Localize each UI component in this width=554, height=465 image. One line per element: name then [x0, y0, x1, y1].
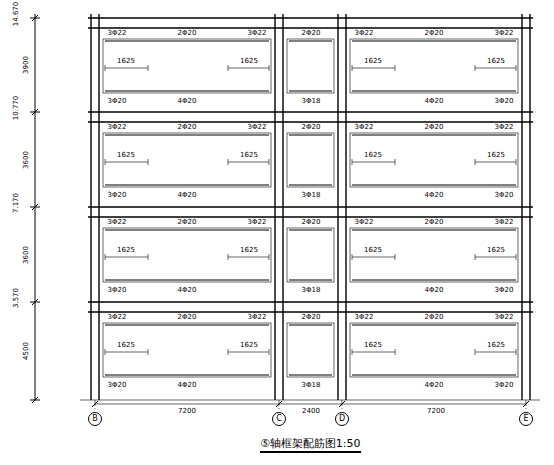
dimension: 7200	[426, 408, 446, 415]
rebar-note: 3Φ22	[494, 219, 515, 226]
rebar-note: 3Φ20	[494, 192, 515, 199]
rebar-note: 1625	[363, 58, 383, 65]
rebar-note: 3Φ22	[247, 124, 268, 131]
rebar-note: 1625	[363, 342, 383, 349]
dimension: 3600	[23, 245, 30, 265]
axis-label: B	[92, 415, 98, 423]
rebar-note: 1625	[239, 342, 259, 349]
rebar-note: 1625	[363, 152, 383, 159]
rebar-note: 1625	[116, 342, 136, 349]
rebar-note: 3Φ22	[494, 30, 515, 37]
rebar-note: 3Φ22	[107, 314, 128, 321]
rebar-note: 4Φ20	[177, 287, 198, 294]
rebar-note: 3Φ22	[107, 124, 128, 131]
rebar-note: 2Φ20	[177, 124, 198, 131]
axis-bubble: C	[272, 412, 286, 426]
dimension: 2400	[301, 408, 321, 415]
rebar-note: 3Φ22	[354, 219, 375, 226]
rebar-note: 1625	[239, 58, 259, 65]
rebar-note: 2Φ20	[301, 30, 322, 37]
rebar-note: 3Φ22	[354, 30, 375, 37]
rebar-note: 2Φ20	[301, 314, 322, 321]
rebar-note: 2Φ20	[177, 30, 198, 37]
rebar-note: 3Φ20	[107, 98, 128, 105]
rebar-note: 3Φ20	[107, 287, 128, 294]
rebar-note: 2Φ20	[301, 124, 322, 131]
rebar-note: 1625	[116, 152, 136, 159]
drawing-title: ⑤轴框架配筋图1:50	[260, 437, 361, 453]
dimension: 7200	[177, 408, 197, 415]
rebar-note: 3Φ20	[494, 382, 515, 389]
rebar-note: 3Φ18	[301, 287, 322, 294]
rebar-note: 3Φ22	[247, 219, 268, 226]
dimension: 3900	[23, 55, 30, 75]
rebar-note: 3Φ22	[494, 314, 515, 321]
rebar-note: 1625	[116, 58, 136, 65]
rebar-note: 2Φ20	[424, 124, 445, 131]
axis-label: D	[339, 415, 345, 423]
rebar-note: 2Φ20	[424, 30, 445, 37]
rebar-note: 3Φ22	[354, 124, 375, 131]
rebar-note: 1625	[116, 247, 136, 254]
rebar-note: 4Φ20	[424, 382, 445, 389]
rebar-note: 2Φ20	[424, 314, 445, 321]
rebar-note: 3Φ20	[107, 192, 128, 199]
axis-bubble: E	[519, 412, 533, 426]
level-mark: 10.770	[13, 95, 20, 122]
dimension: 3600	[23, 150, 30, 170]
rebar-note: 4Φ20	[177, 192, 198, 199]
rebar-note: 3Φ18	[301, 192, 322, 199]
rebar-note: 1625	[486, 152, 506, 159]
rebar-note: 2Φ20	[424, 219, 445, 226]
rebar-note: 3Φ22	[494, 124, 515, 131]
rebar-note: 1625	[486, 58, 506, 65]
rebar-note: 4Φ20	[424, 287, 445, 294]
rebar-note: 4Φ20	[177, 98, 198, 105]
axis-bubble: D	[335, 412, 349, 426]
rebar-note: 4Φ20	[424, 192, 445, 199]
rebar-note: 3Φ20	[494, 98, 515, 105]
rebar-note: 3Φ22	[354, 314, 375, 321]
rebar-note: 3Φ20	[494, 287, 515, 294]
level-mark: 7.170	[13, 192, 20, 214]
rebar-note: 3Φ20	[107, 382, 128, 389]
rebar-note: 1625	[363, 247, 383, 254]
rebar-note: 3Φ18	[301, 382, 322, 389]
rebar-note: 2Φ20	[301, 219, 322, 226]
rebar-note: 3Φ22	[247, 314, 268, 321]
rebar-note: 3Φ18	[301, 98, 322, 105]
rebar-note: 1625	[239, 152, 259, 159]
dimension: 4500	[23, 341, 30, 361]
axis-bubble: B	[88, 412, 102, 426]
rebar-note: 2Φ20	[177, 219, 198, 226]
level-mark: 14.670	[13, 1, 20, 28]
rebar-note: 1625	[239, 247, 259, 254]
rebar-note: 4Φ20	[177, 382, 198, 389]
rebar-note: 3Φ22	[247, 30, 268, 37]
rebar-note: 4Φ20	[424, 98, 445, 105]
level-mark: 3.570	[13, 287, 20, 309]
rebar-note: 3Φ22	[107, 30, 128, 37]
rebar-note: 2Φ20	[177, 314, 198, 321]
axis-label: C	[276, 415, 282, 423]
axis-label: E	[523, 415, 528, 423]
rebar-note: 3Φ22	[107, 219, 128, 226]
rebar-note: 1625	[486, 247, 506, 254]
rebar-note: 1625	[486, 342, 506, 349]
